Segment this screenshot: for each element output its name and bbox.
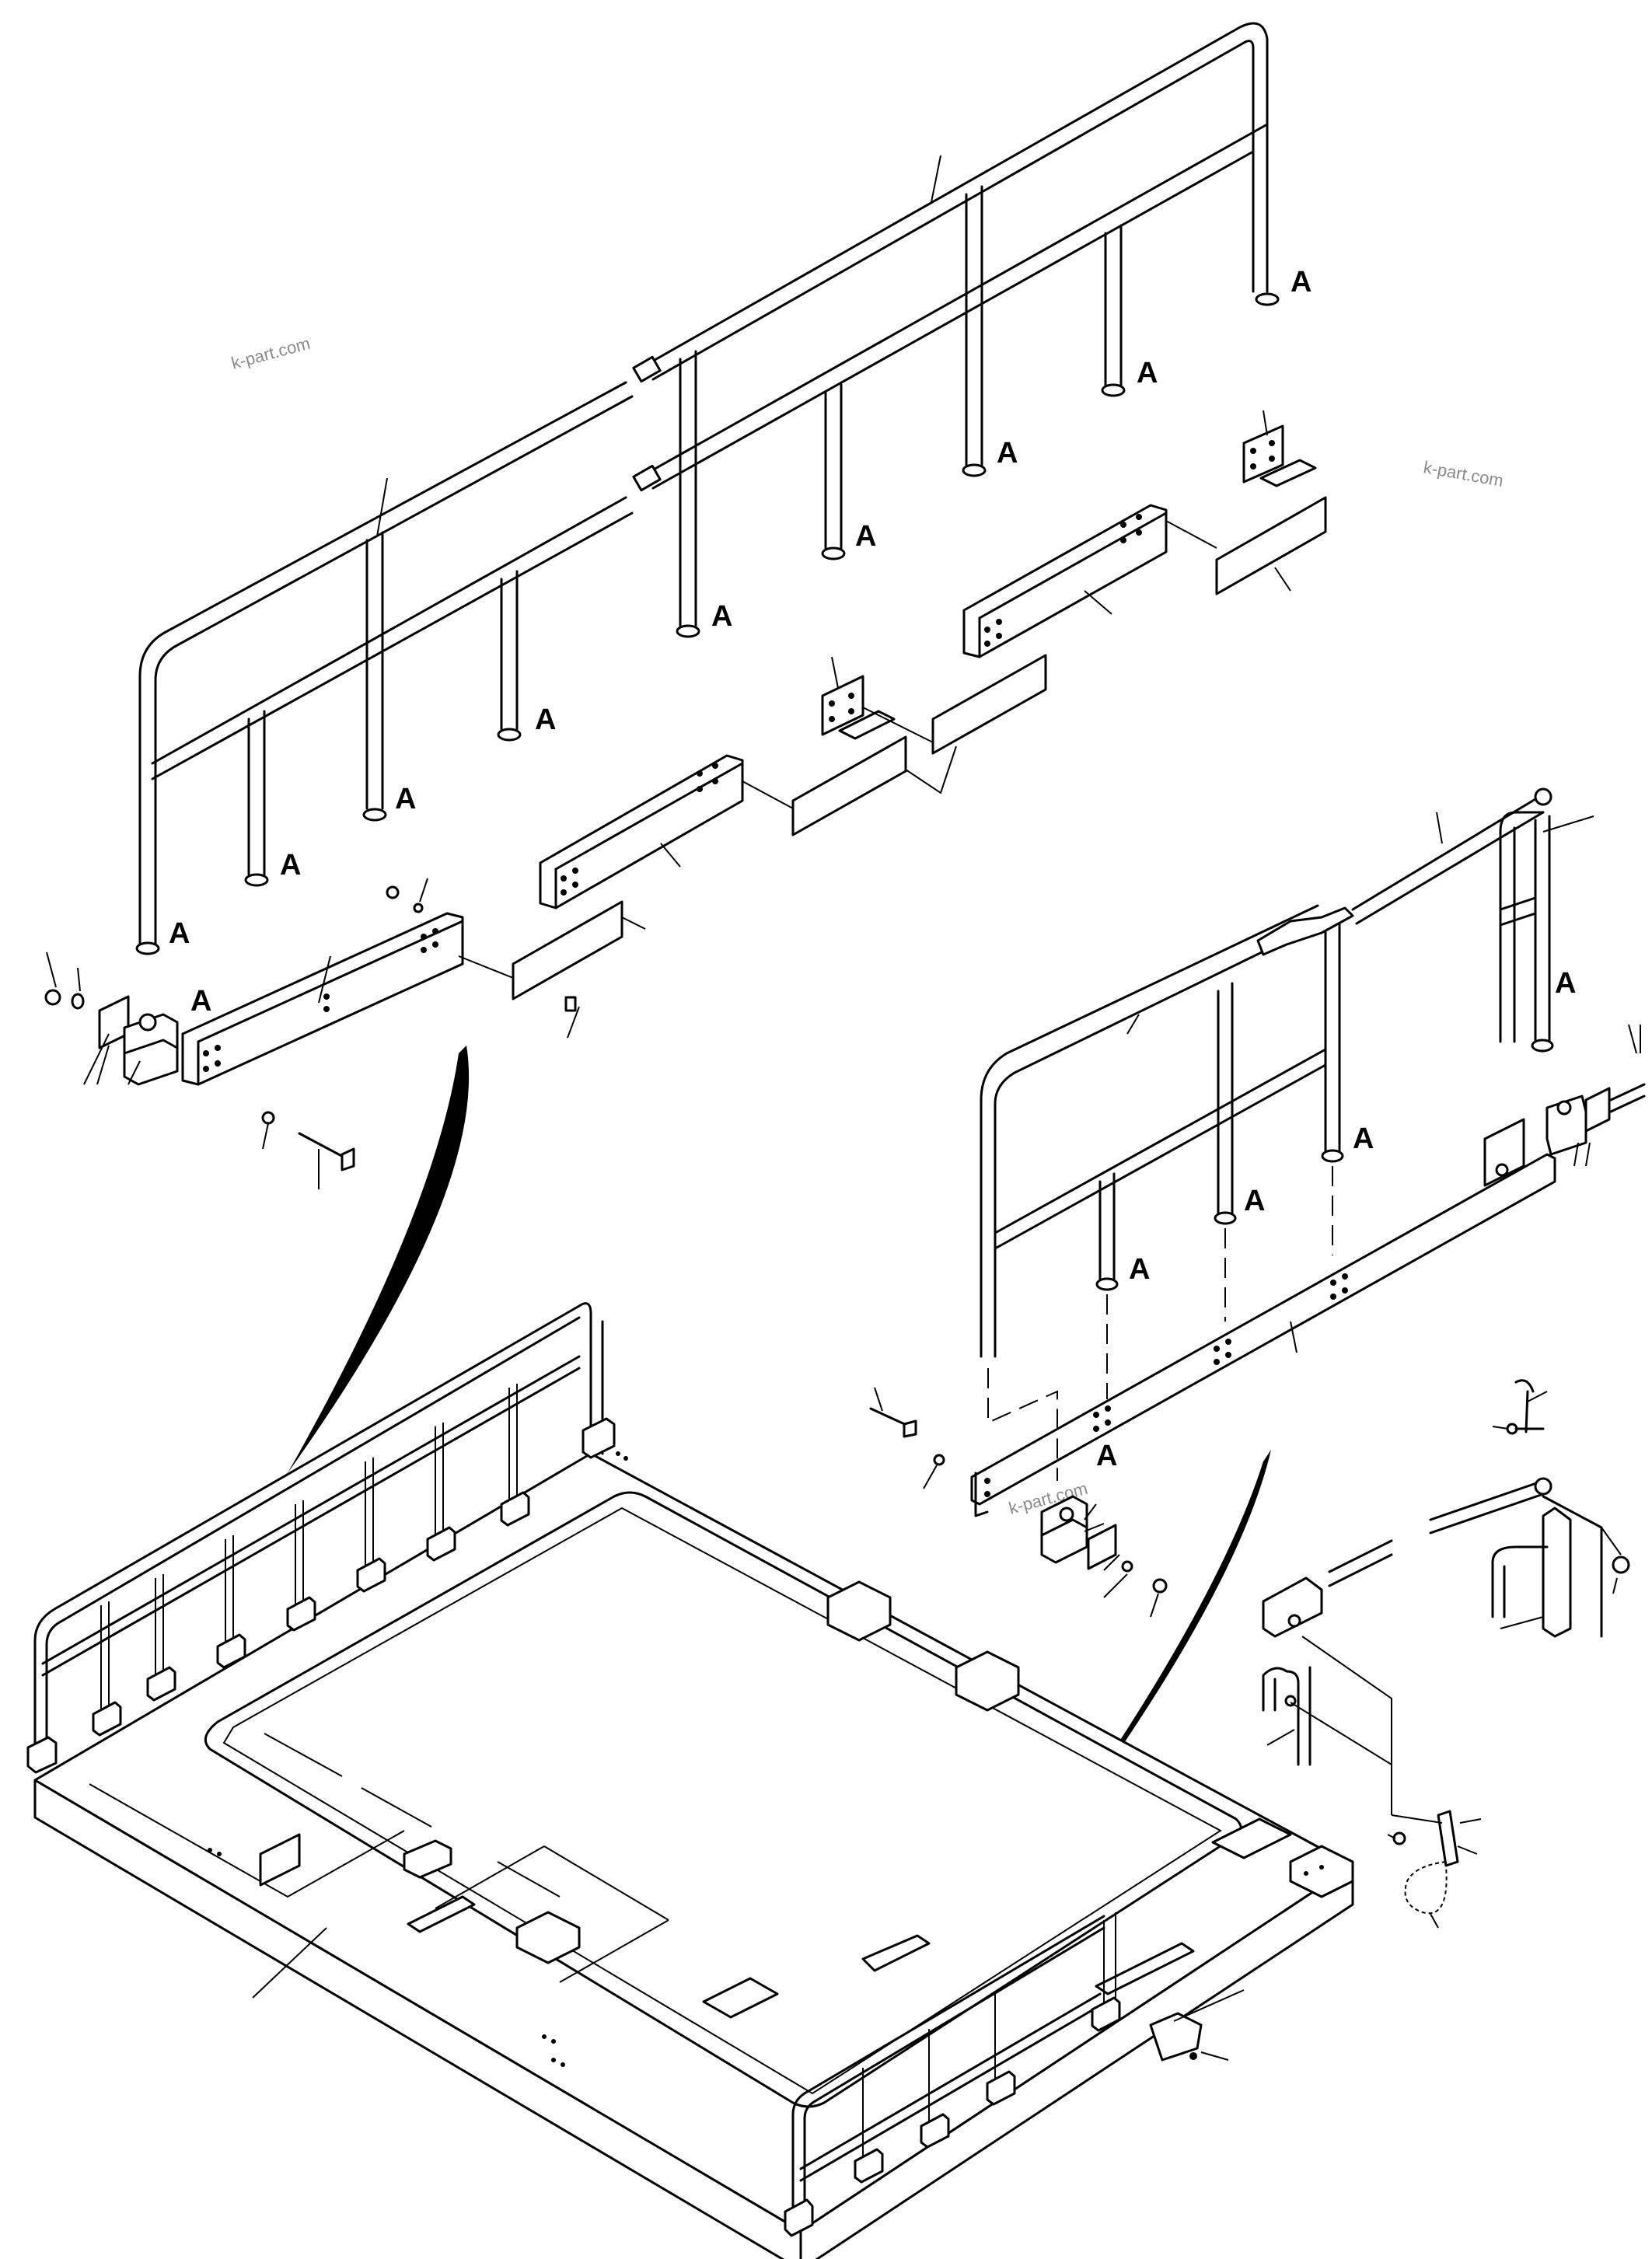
long-handrail-left-section xyxy=(135,381,634,955)
clamp-hardware-left xyxy=(44,878,580,1189)
callout-a: A xyxy=(169,917,190,950)
callouts-short-handrail: A A A A A xyxy=(1096,967,1576,1472)
callout-a: A xyxy=(1555,967,1576,1000)
clamp-hardware-right xyxy=(869,1024,1646,1618)
installed-handrail-long xyxy=(26,1302,616,1774)
watermark-top-right: k-part.com xyxy=(1422,457,1505,491)
callout-a: A xyxy=(1137,357,1158,389)
callout-a: A xyxy=(1096,1440,1117,1472)
callout-a: A xyxy=(535,704,556,736)
angle-brackets-top xyxy=(181,410,1327,1086)
watermark-top-left: k-part.com xyxy=(229,333,313,373)
callout-a: A xyxy=(1129,1253,1150,1286)
callouts-top-handrail: A A A A A A A A A A xyxy=(169,266,1311,1018)
callout-a: A xyxy=(395,783,416,815)
callout-a: A xyxy=(1353,1123,1374,1155)
assembly-arrow-left xyxy=(288,1046,470,1473)
callout-a: A xyxy=(997,437,1018,470)
callout-a: A xyxy=(711,600,732,633)
hook-and-chain-detail xyxy=(1262,1379,1630,1929)
side-beam-right xyxy=(970,1118,1556,1517)
callout-a: A xyxy=(1244,1185,1265,1217)
callout-a: A xyxy=(855,520,876,553)
short-handrail-right xyxy=(980,787,1594,1358)
base-frame xyxy=(33,1451,1354,2259)
installed-handrail-short xyxy=(784,1912,1245,2237)
callout-a: A xyxy=(1291,266,1311,299)
callout-a: A xyxy=(280,849,301,882)
callout-a: A xyxy=(190,985,211,1018)
long-handrail-right-section xyxy=(632,22,1280,638)
